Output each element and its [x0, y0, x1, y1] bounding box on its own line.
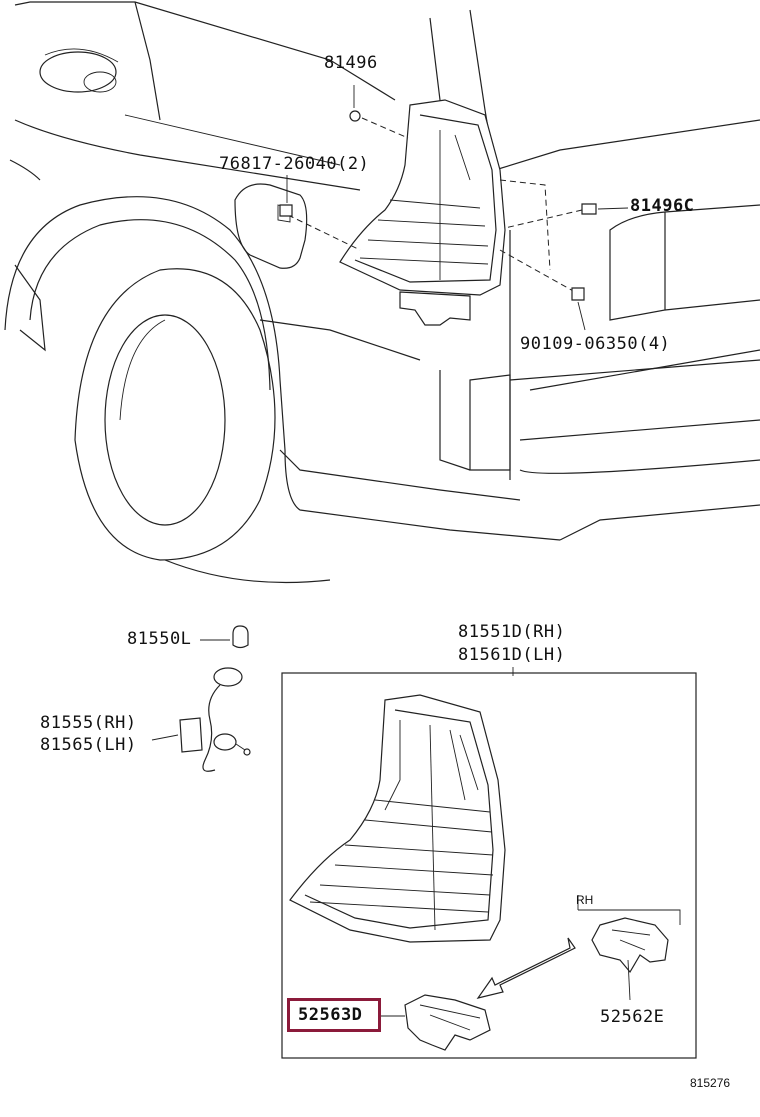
part-label-81550l[interactable]: 81550L — [127, 629, 192, 649]
part-label-81555-rh[interactable]: 81555(RH) — [40, 713, 137, 733]
part-label-81565-lh[interactable]: 81565(LH) — [40, 735, 137, 755]
part-label-90109-06350[interactable]: 90109-06350(4) — [520, 334, 671, 354]
part-label-81496[interactable]: 81496 — [324, 53, 378, 73]
figure-number: 815276 — [690, 1076, 731, 1090]
part-label-81551d-rh[interactable]: 81551D(RH) — [458, 622, 566, 642]
part-label-81561d-lh[interactable]: 81561D(LH) — [458, 645, 566, 665]
part-label-52563d[interactable]: 52563D — [298, 1005, 363, 1025]
part-label-76817-26040[interactable]: 76817-26040(2) — [219, 154, 370, 174]
part-label-81496c[interactable]: 81496C — [630, 196, 695, 216]
part-label-52562e[interactable]: 52562E — [600, 1007, 665, 1027]
selected-part-highlight — [287, 998, 381, 1032]
rh-tag: RH — [576, 893, 594, 907]
